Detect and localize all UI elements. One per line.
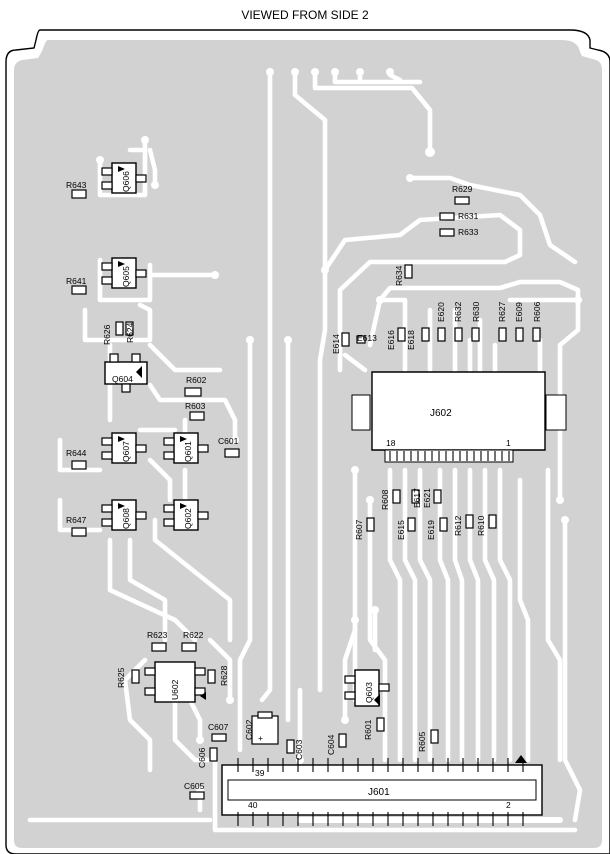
- e609-label: E609: [514, 302, 524, 322]
- e619-label: E619: [426, 520, 436, 540]
- q604-label: Q604: [112, 374, 133, 384]
- e617-label: E617: [412, 488, 422, 508]
- q606-label: Q606: [121, 171, 131, 192]
- u602-label: U602: [170, 679, 180, 700]
- c605-label: C605: [184, 781, 205, 791]
- r622-label: R622: [183, 630, 204, 640]
- c606-label: C606: [197, 747, 207, 768]
- c604-label: C604: [326, 734, 336, 755]
- e616-label: E616: [386, 330, 396, 350]
- r631-label: R631: [458, 211, 479, 221]
- r629-label: R629: [452, 184, 473, 194]
- horizontal-components: R643 R641 R602 R603 C601 R644 R647 R623 …: [66, 180, 479, 800]
- r601-label: R601: [363, 719, 373, 740]
- q605-label: Q605: [121, 266, 131, 287]
- j601-pin1-marker: [515, 755, 527, 763]
- j602-pin1-label: 1: [506, 438, 511, 448]
- r607-label: R607: [354, 519, 364, 540]
- e613-label: E613: [357, 333, 377, 343]
- r603-label: R603: [185, 401, 206, 411]
- svg-text:+: +: [258, 733, 263, 743]
- transistor-q602: Q602: [163, 499, 209, 531]
- e614-label: E614: [331, 334, 341, 354]
- ic-u602: U602: [144, 661, 206, 703]
- c607-label: C607: [208, 722, 229, 732]
- transistor-q606: Q606: [101, 162, 147, 194]
- e621-label: E621: [422, 488, 432, 508]
- c602-label: C602: [244, 719, 254, 740]
- r647-label: R647: [66, 515, 87, 525]
- e620-label: E620: [436, 302, 446, 322]
- transistor-q603: Q603: [344, 669, 390, 707]
- e615-label: E615: [396, 520, 406, 540]
- transistor-q605: Q605: [101, 257, 147, 289]
- r628-label: R628: [219, 665, 229, 686]
- r630-label: R630: [471, 301, 481, 322]
- r626-label: R626: [102, 324, 112, 345]
- r606-label: R606: [532, 301, 542, 322]
- r634-label: R634: [394, 265, 404, 286]
- r643-label: R643: [66, 180, 87, 190]
- q603-label: Q603: [364, 682, 374, 703]
- e618-label: E618: [406, 330, 416, 350]
- transistor-q601: Q601: [163, 432, 209, 464]
- r644-label: R644: [66, 448, 87, 458]
- r608-label: R608: [380, 489, 390, 510]
- c603-label: C603: [294, 739, 304, 760]
- r612-label: R612: [453, 515, 463, 536]
- r605-label: R605: [417, 731, 427, 752]
- r627-label: R627: [497, 301, 507, 322]
- r623-label: R623: [147, 630, 168, 640]
- j601-pin40-label: 40: [248, 800, 258, 810]
- c601-label: C601: [218, 436, 239, 446]
- j601-label: J601: [368, 787, 390, 798]
- connector-j602: J602 18 1: [351, 371, 567, 463]
- transistor-q604: Q604: [104, 353, 148, 393]
- connector-j601: J601 39 40 2: [221, 755, 543, 826]
- r632-label: R632: [453, 301, 463, 322]
- capacitor-c602: + C602: [244, 711, 279, 745]
- q607-label: Q607: [121, 441, 131, 462]
- j602-label: J602: [430, 408, 452, 419]
- q602-label: Q602: [183, 508, 193, 529]
- diagram-title: VIEWED FROM SIDE 2: [241, 8, 369, 22]
- transistor-q607: Q607: [101, 432, 147, 464]
- q601-label: Q601: [183, 441, 193, 462]
- r610-label: R610: [476, 515, 486, 536]
- r625-label: R625: [116, 667, 126, 688]
- trace-layer: [27, 67, 583, 833]
- j602-pin18-label: 18: [386, 438, 396, 448]
- r624-label: R624: [125, 322, 135, 343]
- transistor-q608: Q608: [101, 499, 147, 531]
- j601-pin39-label: 39: [255, 768, 265, 778]
- j602-pin-row: [389, 451, 510, 461]
- r633-label: R633: [458, 227, 479, 237]
- r641-label: R641: [66, 276, 87, 286]
- r602-label: R602: [186, 375, 207, 385]
- j601-pin-rows: [237, 758, 524, 826]
- j601-pin2-label: 2: [506, 800, 511, 810]
- q608-label: Q608: [121, 508, 131, 529]
- vertical-components: R626 R624 R625 R628 R634 E614 E616 E618 …: [102, 264, 542, 768]
